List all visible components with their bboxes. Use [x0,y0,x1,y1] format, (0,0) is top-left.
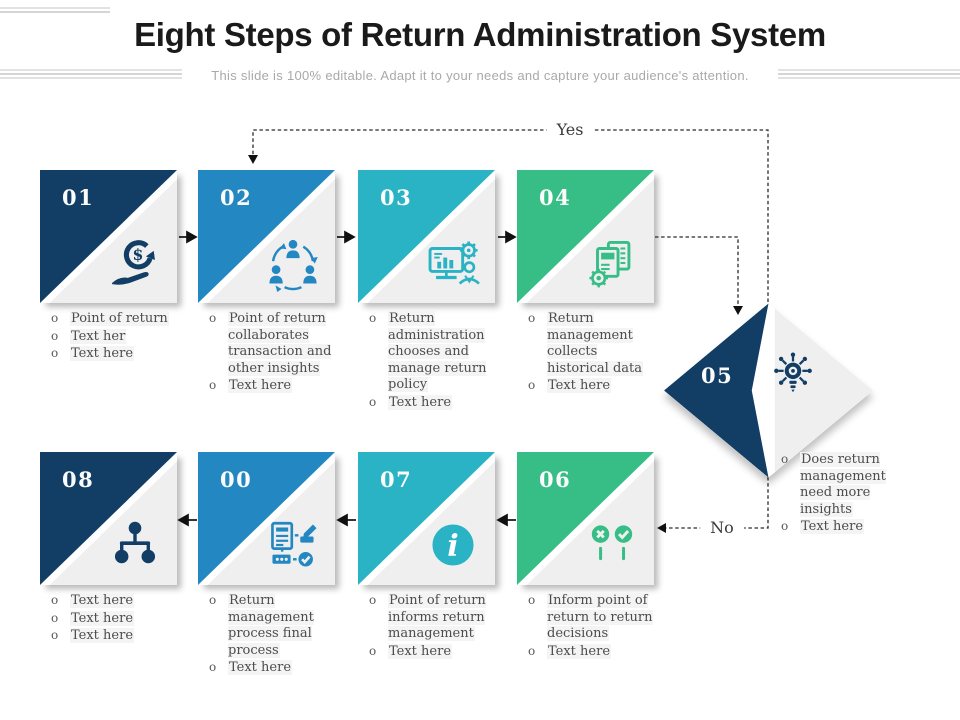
bullet-item: Text here [778,518,900,536]
step-05-bullets: Does return management need more insight… [778,451,900,572]
bullet-item: Text here [48,627,177,645]
step-00-bullets: Return management process final process … [206,592,335,678]
top-left-stripe [0,11,110,13]
svg-text:i: i [447,529,458,564]
page-subtitle: This slide is 100% editable. Adapt it to… [211,68,749,83]
subtitle-right-stripe [778,69,960,71]
step-00-square: 00 [198,452,335,585]
bullet-item: Text here [48,592,177,610]
subtitle-left-stripe [0,69,182,71]
bullet-item: Return administration chooses and manage… [366,310,495,394]
subtitle-right-stripe [778,77,960,79]
process-approval-icon [264,516,322,574]
step-box-08: 08 Text here Text here Text [40,452,177,643]
hierarchy-icon [106,516,164,574]
svg-text:$: $ [133,245,144,264]
step-06-bullets: Inform point of return to return decisio… [525,592,654,661]
bullet-item: Text here [206,377,335,395]
step-08-square: 08 [40,452,177,585]
info-icon: i [424,516,482,574]
step-box-03: 03 [358,170,495,410]
collaboration-cycle-icon [264,234,322,292]
step-07-bullets: Point of return informs return managemen… [366,592,495,661]
bullet-item: Point of return [48,310,177,328]
bullet-item: Inform point of return to return decisio… [525,592,654,643]
subtitle-left-stripe [0,73,182,75]
step-08-bullets: Text here Text here Text here [48,592,177,646]
step-02-bullets: Point of return collaborates transaction… [206,310,335,396]
step-03-number: 03 [380,185,413,210]
bullet-item: Text here [525,643,654,661]
step-02-number: 02 [220,185,253,210]
bullet-item: Text here [525,377,654,395]
page-title: Eight Steps of Return Administration Sys… [134,16,826,53]
subtitle-right-stripe [778,73,960,75]
step-00-number: 00 [220,467,253,492]
step-04-bullets: Return management collects historical da… [525,310,654,396]
step-01-number: 01 [62,185,95,210]
documents-gear-icon [583,234,641,292]
bullet-item: Text here [206,659,335,677]
analytics-monitor-icon [424,234,482,292]
step-07-square: 07 i [358,452,495,585]
refund-hand-icon: $ [106,234,164,292]
bullet-item: Return management process final process [206,592,335,659]
bullet-item: Does return management need more insight… [778,451,900,518]
step-05-number: 05 [701,363,734,388]
bullet-item: Point of return informs return managemen… [366,592,495,643]
step-01-bullets: Point of return Text her Text here [48,310,177,364]
idea-network-icon [768,350,818,400]
step-02-square: 02 [198,170,335,303]
bullet-item: Text her [48,328,177,346]
step-03-bullets: Return administration chooses and manage… [366,310,495,412]
top-left-stripe [0,7,110,9]
no-label: No [700,518,744,538]
step-04-number: 04 [539,185,572,210]
step-07-number: 07 [380,467,413,492]
step-box-04: 04 [517,170,654,393]
decision-check-cross-icon [583,516,641,574]
step-box-07: 07 i Point of return informs return mana… [358,452,495,659]
bullet-item: Text here [366,643,495,661]
step-08-number: 08 [62,467,95,492]
bullet-item: Text here [366,394,495,412]
step-04-square: 04 [517,170,654,303]
step-box-01: 01 $ Point of return Text her Text here [40,170,177,361]
step-box-02: 02 [198,170,335,393]
bullet-item: Return management collects historical da… [525,310,654,377]
step-06-square: 06 [517,452,654,585]
bullet-item: Text here [48,345,177,363]
step-box-06: 06 Inform point of return to return deci… [517,452,654,659]
step-01-square: 01 $ [40,170,177,303]
yes-label: Yes [546,120,594,140]
step-06-number: 06 [539,467,572,492]
bullet-item: Point of return collaborates transaction… [206,310,335,377]
step-box-00: 00 Return management [198,452,335,675]
subtitle-left-stripe [0,77,182,79]
step-03-square: 03 [358,170,495,303]
bullet-item: Text here [48,610,177,628]
